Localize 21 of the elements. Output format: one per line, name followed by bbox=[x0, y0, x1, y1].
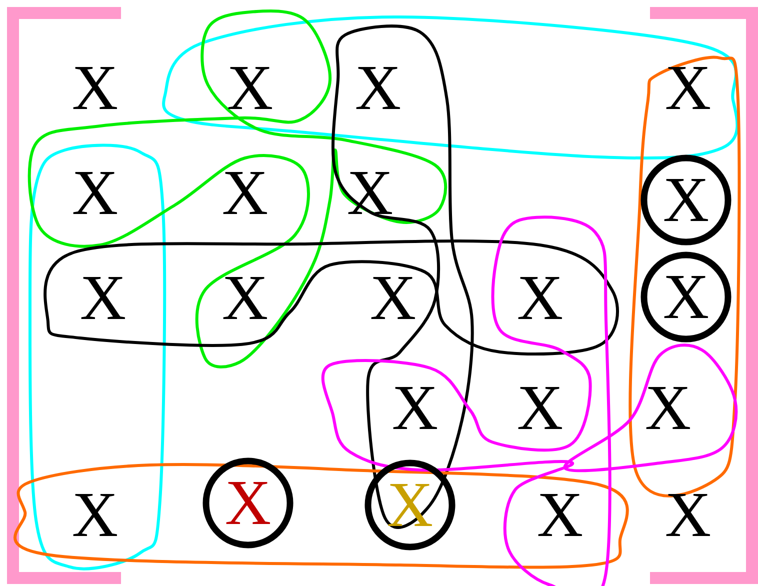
circled-letter: X bbox=[640, 154, 732, 246]
letter: X bbox=[371, 277, 415, 319]
letter: X bbox=[73, 494, 117, 536]
letter: X bbox=[646, 387, 690, 429]
letter: X bbox=[666, 494, 710, 536]
letter: X bbox=[538, 494, 582, 536]
letter: X bbox=[518, 277, 562, 319]
letter: X bbox=[81, 277, 125, 319]
letter: X bbox=[348, 172, 392, 214]
circled-letter: X bbox=[364, 460, 456, 550]
letter: X bbox=[73, 172, 117, 214]
letter: X bbox=[666, 67, 710, 109]
letter: X bbox=[223, 172, 267, 214]
letter: X bbox=[518, 387, 562, 429]
letter: X bbox=[223, 277, 267, 319]
letter: X bbox=[228, 67, 272, 109]
letter: X bbox=[356, 67, 400, 109]
circled-letter: X bbox=[640, 252, 732, 342]
circled-letter: X bbox=[202, 458, 294, 548]
letter: X bbox=[73, 67, 117, 109]
letter: X bbox=[393, 387, 437, 429]
